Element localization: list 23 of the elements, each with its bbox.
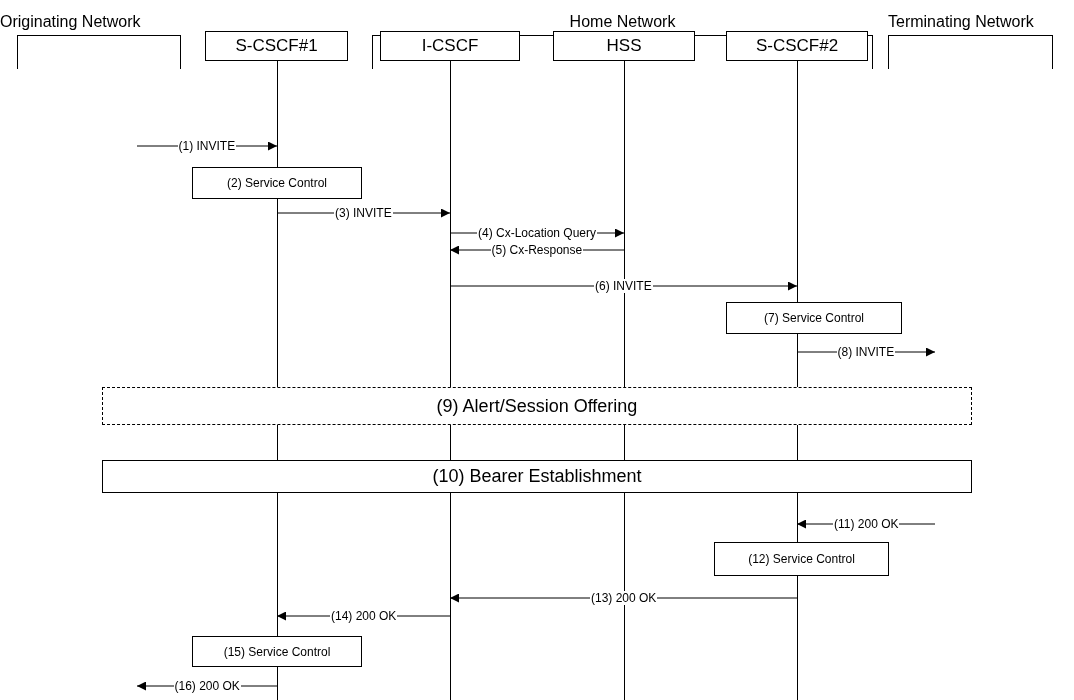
network-bracket: Originating Network [0, 14, 181, 69]
edge-label: (6) INVITE [594, 279, 653, 293]
lifeline-head-box: I-CSCF [380, 31, 520, 61]
lifeline-head-box: S-CSCF#1 [205, 31, 348, 61]
edge-label: (13) 200 OK [590, 591, 658, 605]
lifeline-head-box: HSS [553, 31, 695, 61]
activity-box: (12) Service Control [714, 542, 889, 576]
network-bracket: Home Network I-CSCF HSS S-CSCF#2 [372, 14, 873, 69]
span-box: (10) Bearer Establishment [102, 460, 972, 493]
activity-box: (15) Service Control [192, 636, 362, 667]
lifeline-head-box: S-CSCF#2 [726, 31, 868, 61]
edge-label: (14) 200 OK [330, 609, 398, 623]
span-box: (9) Alert/Session Offering [102, 387, 972, 425]
activity-box: (2) Service Control [192, 167, 362, 199]
network-bracket: Terminating Network [888, 14, 1053, 69]
activity-box: (7) Service Control [726, 302, 902, 334]
edge-label: (5) Cx-Response [490, 243, 584, 257]
edge-label: (8) INVITE [836, 345, 896, 359]
edge-label: (1) INVITE [177, 139, 237, 153]
edge-label: (16) 200 OK [173, 679, 241, 693]
edge-label: (4) Cx-Location Query [477, 226, 598, 240]
edge-label: (11) 200 OK [833, 517, 900, 531]
edge-label: (3) INVITE [334, 206, 393, 220]
